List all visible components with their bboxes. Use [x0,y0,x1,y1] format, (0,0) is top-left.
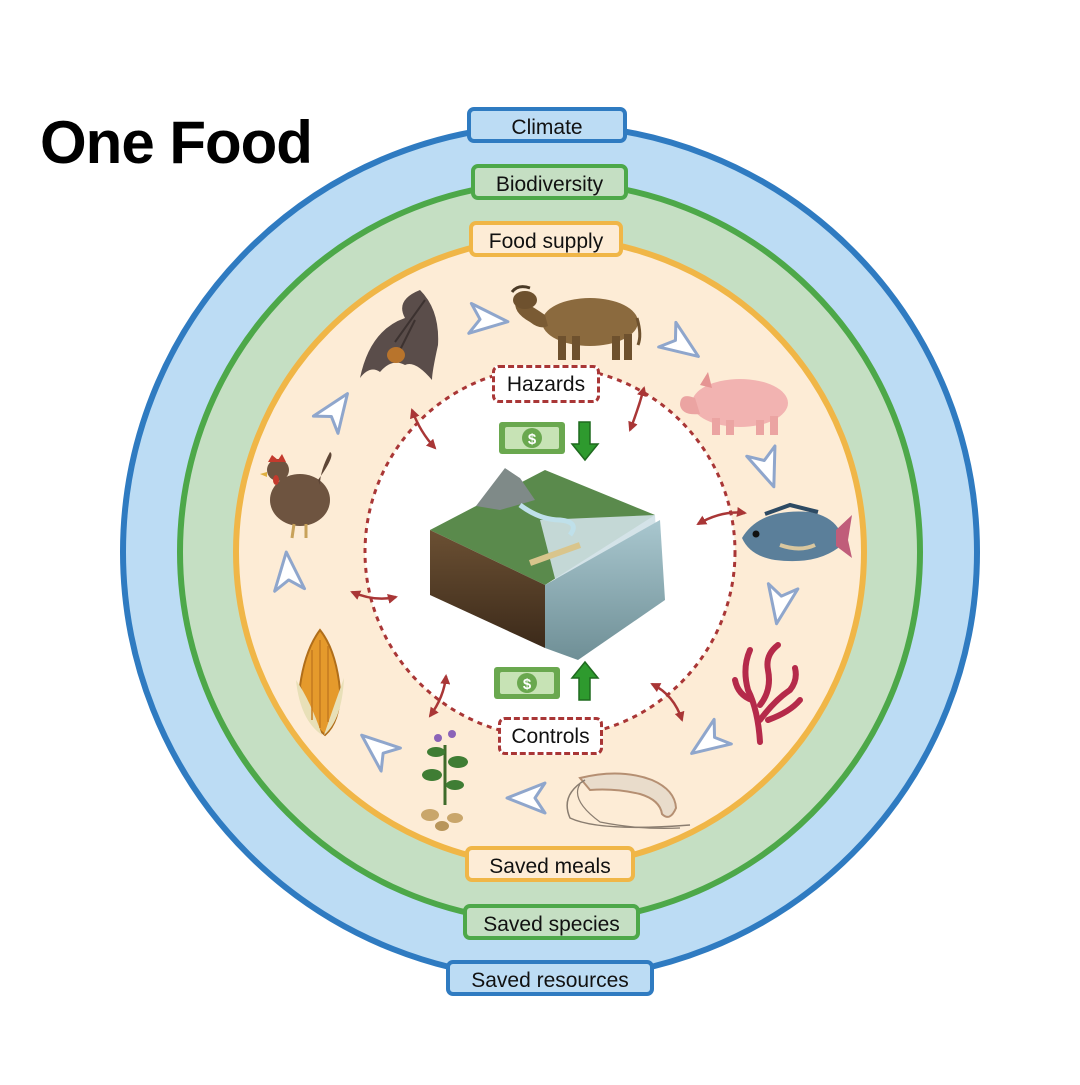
cycle-chevron-icon [690,717,733,755]
cycle-chevron-icon [273,550,307,593]
exchange-arrow [628,386,647,432]
cycle-arrows [273,301,800,815]
exchange-arrows [350,386,747,722]
saved-meals-label: Saved meals [465,846,635,882]
money-down-icon: $ [499,422,565,454]
chicken-icon [260,452,332,539]
cycle-chevron-icon [766,582,800,626]
money-symbol-top: $ [528,431,537,448]
corn-icon [296,628,344,737]
bat-icon [360,290,439,380]
money-up-icon: $ [494,667,560,699]
fish-icon [742,502,852,562]
climate-label: Climate [467,107,627,143]
exchange-arrow [696,507,747,526]
shrimp-icon [566,772,691,829]
money-symbol-bottom: $ [523,676,532,693]
cycle-chevron-icon [311,392,349,435]
exchange-arrow [410,408,437,450]
saved-species-label: Saved species [463,904,640,940]
cycle-chevron-icon [657,320,700,358]
biodiversity-label: Biodiversity [471,164,628,200]
pig-icon [680,372,788,435]
landscape-icon [430,463,665,660]
arrow-down-icon [570,421,600,462]
exchange-arrow [350,590,398,604]
cycle-chevron-icon [467,301,510,335]
cycle-chevron-icon [745,444,777,489]
hazards-label: Hazards [492,365,600,403]
cycle-chevron-icon [360,733,402,773]
food-supply-label: Food supply [469,221,623,257]
exchange-arrow [428,674,451,718]
arrow-up-icon [570,660,600,701]
page-title: One Food [40,109,313,176]
saved-resources-label: Saved resources [446,960,654,996]
cow-icon [510,285,642,360]
controls-label: Controls [498,717,603,755]
seaweed-icon [732,642,803,745]
exchange-arrow [650,682,685,722]
potato-plant-icon [421,730,468,831]
cycle-chevron-icon [505,781,547,815]
